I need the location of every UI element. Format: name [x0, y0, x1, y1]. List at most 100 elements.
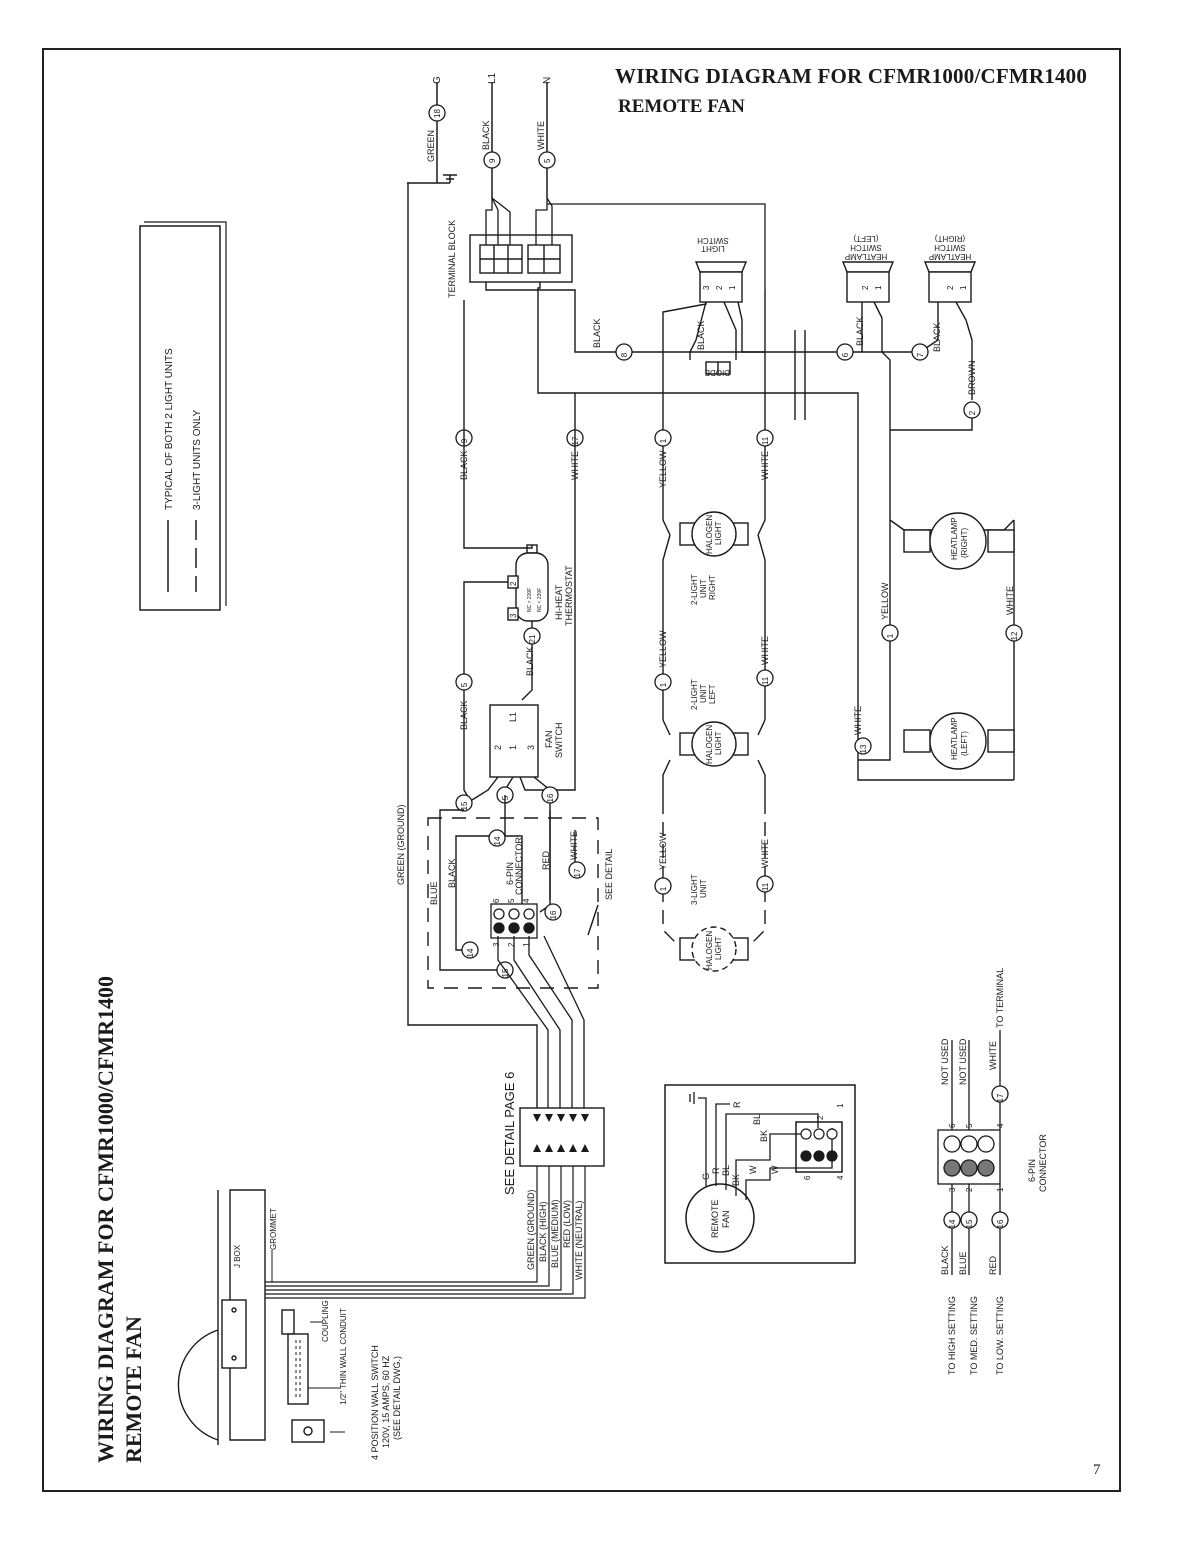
pinout-wire-blue: BLUE: [958, 1251, 968, 1275]
heatlamp-switch-right: [923, 261, 977, 303]
wire-label-green-ground: GREEN (GROUND): [396, 804, 406, 885]
wire-label-black-21: BLACK: [525, 646, 535, 676]
svg-text:BL: BL: [752, 1114, 762, 1125]
svg-text:3: 3: [526, 745, 536, 750]
diagram-title: WIRING DIAGRAM FOR CFMR1000/CFMR1400: [615, 64, 1088, 88]
heatlamp-right-label-3: (RIGHT): [935, 234, 966, 243]
halogen-left-l2: LIGHT: [714, 731, 723, 755]
svg-text:1: 1: [659, 438, 668, 443]
pinout-num-16: 16: [996, 1219, 1005, 1228]
supply-line-wire: BLACK: [481, 120, 491, 150]
svg-text:6: 6: [492, 898, 501, 903]
supply-line-label: L1: [487, 72, 498, 84]
svg-text:16: 16: [549, 910, 558, 919]
svg-text:11: 11: [761, 882, 770, 891]
svg-text:4: 4: [522, 898, 531, 903]
unit-left-l1: 2-LIGHT: [690, 679, 699, 710]
heatlamp-left-label-3: (LEFT): [853, 234, 878, 243]
thermostat-nc-label: NC > 230F: [527, 588, 533, 612]
svg-text:2: 2: [493, 745, 503, 750]
heatlamp-left-label-1: HEATLAMP: [845, 252, 888, 261]
wire-label-black-7: BLACK: [932, 322, 942, 352]
svg-text:2: 2: [946, 285, 955, 290]
page-number: 7: [1093, 1462, 1101, 1478]
pinout-num-15: 15: [965, 1219, 974, 1228]
unit-3-l1: 3-LIGHT: [690, 874, 699, 905]
wire-label-white-17b: WHITE: [569, 831, 579, 860]
pinout-caption-2: CONNECTOR: [1038, 1134, 1048, 1192]
wire-label-brown: BROWN: [967, 361, 977, 396]
halogen-right-l1: HALOGEN: [705, 515, 714, 554]
unit-left-l2: UNIT: [699, 684, 708, 703]
svg-text:3: 3: [702, 285, 711, 290]
unit-right-l1: 2-LIGHT: [690, 574, 699, 605]
supply-ground-label: G: [432, 76, 443, 84]
supply-leads: [407, 82, 548, 198]
see-detail-label: SEE DETAIL: [604, 849, 614, 900]
svg-text:15: 15: [501, 968, 510, 977]
halogen-light-right: [679, 511, 749, 557]
pinout-pin-4: 4: [996, 1123, 1005, 1128]
pinout-pin-6: 6: [948, 1123, 957, 1128]
wire-label-yellow-mid: YELLOW: [658, 630, 668, 668]
halogen-string-3light: [662, 800, 766, 946]
svg-text:3: 3: [509, 613, 518, 618]
pinout-pin-2: 2: [965, 1187, 974, 1192]
svg-text:2: 2: [968, 410, 977, 415]
light-switch-label-2: SWITCH: [697, 236, 729, 245]
svg-text:2: 2: [509, 581, 518, 586]
coupling-label: COUPLING: [321, 1300, 330, 1342]
wire-label-yellow-hl: YELLOW: [880, 582, 890, 620]
wall-switch-label-3: (SEE DETAIL DWG.): [392, 1356, 402, 1440]
pinout-caption-1: 6-PIN: [1027, 1159, 1037, 1182]
wire-label-yellow-1: YELLOW: [658, 450, 668, 488]
svg-text:W: W: [770, 1165, 780, 1174]
pinout-pin-1: 1: [996, 1187, 1005, 1192]
page-border: [42, 48, 1121, 1492]
heatlamp-left-side: (LEFT): [960, 731, 969, 756]
svg-text:1: 1: [508, 745, 518, 750]
cable-label-1: BLACK (HIGH): [538, 1201, 548, 1262]
connector-label-2: CONNECTOR: [514, 837, 524, 895]
svg-text:2: 2: [861, 285, 870, 290]
wire-label-white-low: WHITE: [760, 839, 770, 868]
svg-text:6: 6: [841, 352, 850, 357]
svg-text:3: 3: [492, 942, 501, 947]
supply-ground-wire: GREEN: [426, 130, 436, 162]
remote-fan-wire-g: G: [701, 1173, 711, 1180]
wire-label-yellow-low: YELLOW: [658, 832, 668, 870]
svg-text:13: 13: [859, 744, 868, 753]
wire-label-white-11: WHITE: [760, 451, 770, 480]
pinout-wire-red: RED: [988, 1255, 998, 1275]
svg-text:12: 12: [1010, 631, 1019, 640]
remote-fan-label-2: FAN: [721, 1210, 731, 1228]
wire-label-black-5: BLACK: [459, 700, 469, 730]
pinout-setting-high: TO HIGH SETTING: [947, 1296, 957, 1375]
halogen-3-l1: HALOGEN: [705, 931, 714, 970]
pinout-setting-low: TO LOW. SETTING: [995, 1296, 1005, 1375]
unit-right-l3: RIGHT: [708, 575, 717, 600]
remote-fan-detail: [664, 1084, 856, 1264]
wire-label-blue: BLUE: [429, 881, 439, 905]
cable-label-0: GREEN (GROUND): [526, 1189, 536, 1270]
jbox-label: J BOX: [233, 1244, 242, 1268]
thermostat-label-2: THERMOSTAT: [564, 565, 574, 626]
svg-text:BK: BK: [759, 1130, 769, 1142]
installation-drawing: [177, 1189, 325, 1445]
cable-label-3: RED (LOW): [562, 1200, 572, 1248]
svg-text:16: 16: [546, 793, 555, 802]
halogen-light-left: [679, 721, 749, 767]
heatlamp-left-label-2: SWITCH: [850, 243, 882, 252]
diagram-subtitle: REMOTE FAN: [618, 96, 745, 117]
unit-right-l2: UNIT: [699, 579, 708, 598]
pinout-to-terminal: TO TERMINAL: [995, 968, 1005, 1028]
heatlamp-left-name: HEATLAMP: [950, 717, 959, 760]
terminal-block: [469, 234, 573, 283]
heatlamp-right-label-2: SWITCH: [934, 243, 966, 252]
pinout-pin-3: 3: [948, 1187, 957, 1192]
svg-text:14: 14: [493, 836, 502, 845]
svg-text:2: 2: [715, 285, 724, 290]
remote-fan-wire-bk: BK: [731, 1174, 741, 1186]
grommet-label: GROMMET: [269, 1208, 278, 1250]
six-pin-connector: [490, 903, 538, 939]
